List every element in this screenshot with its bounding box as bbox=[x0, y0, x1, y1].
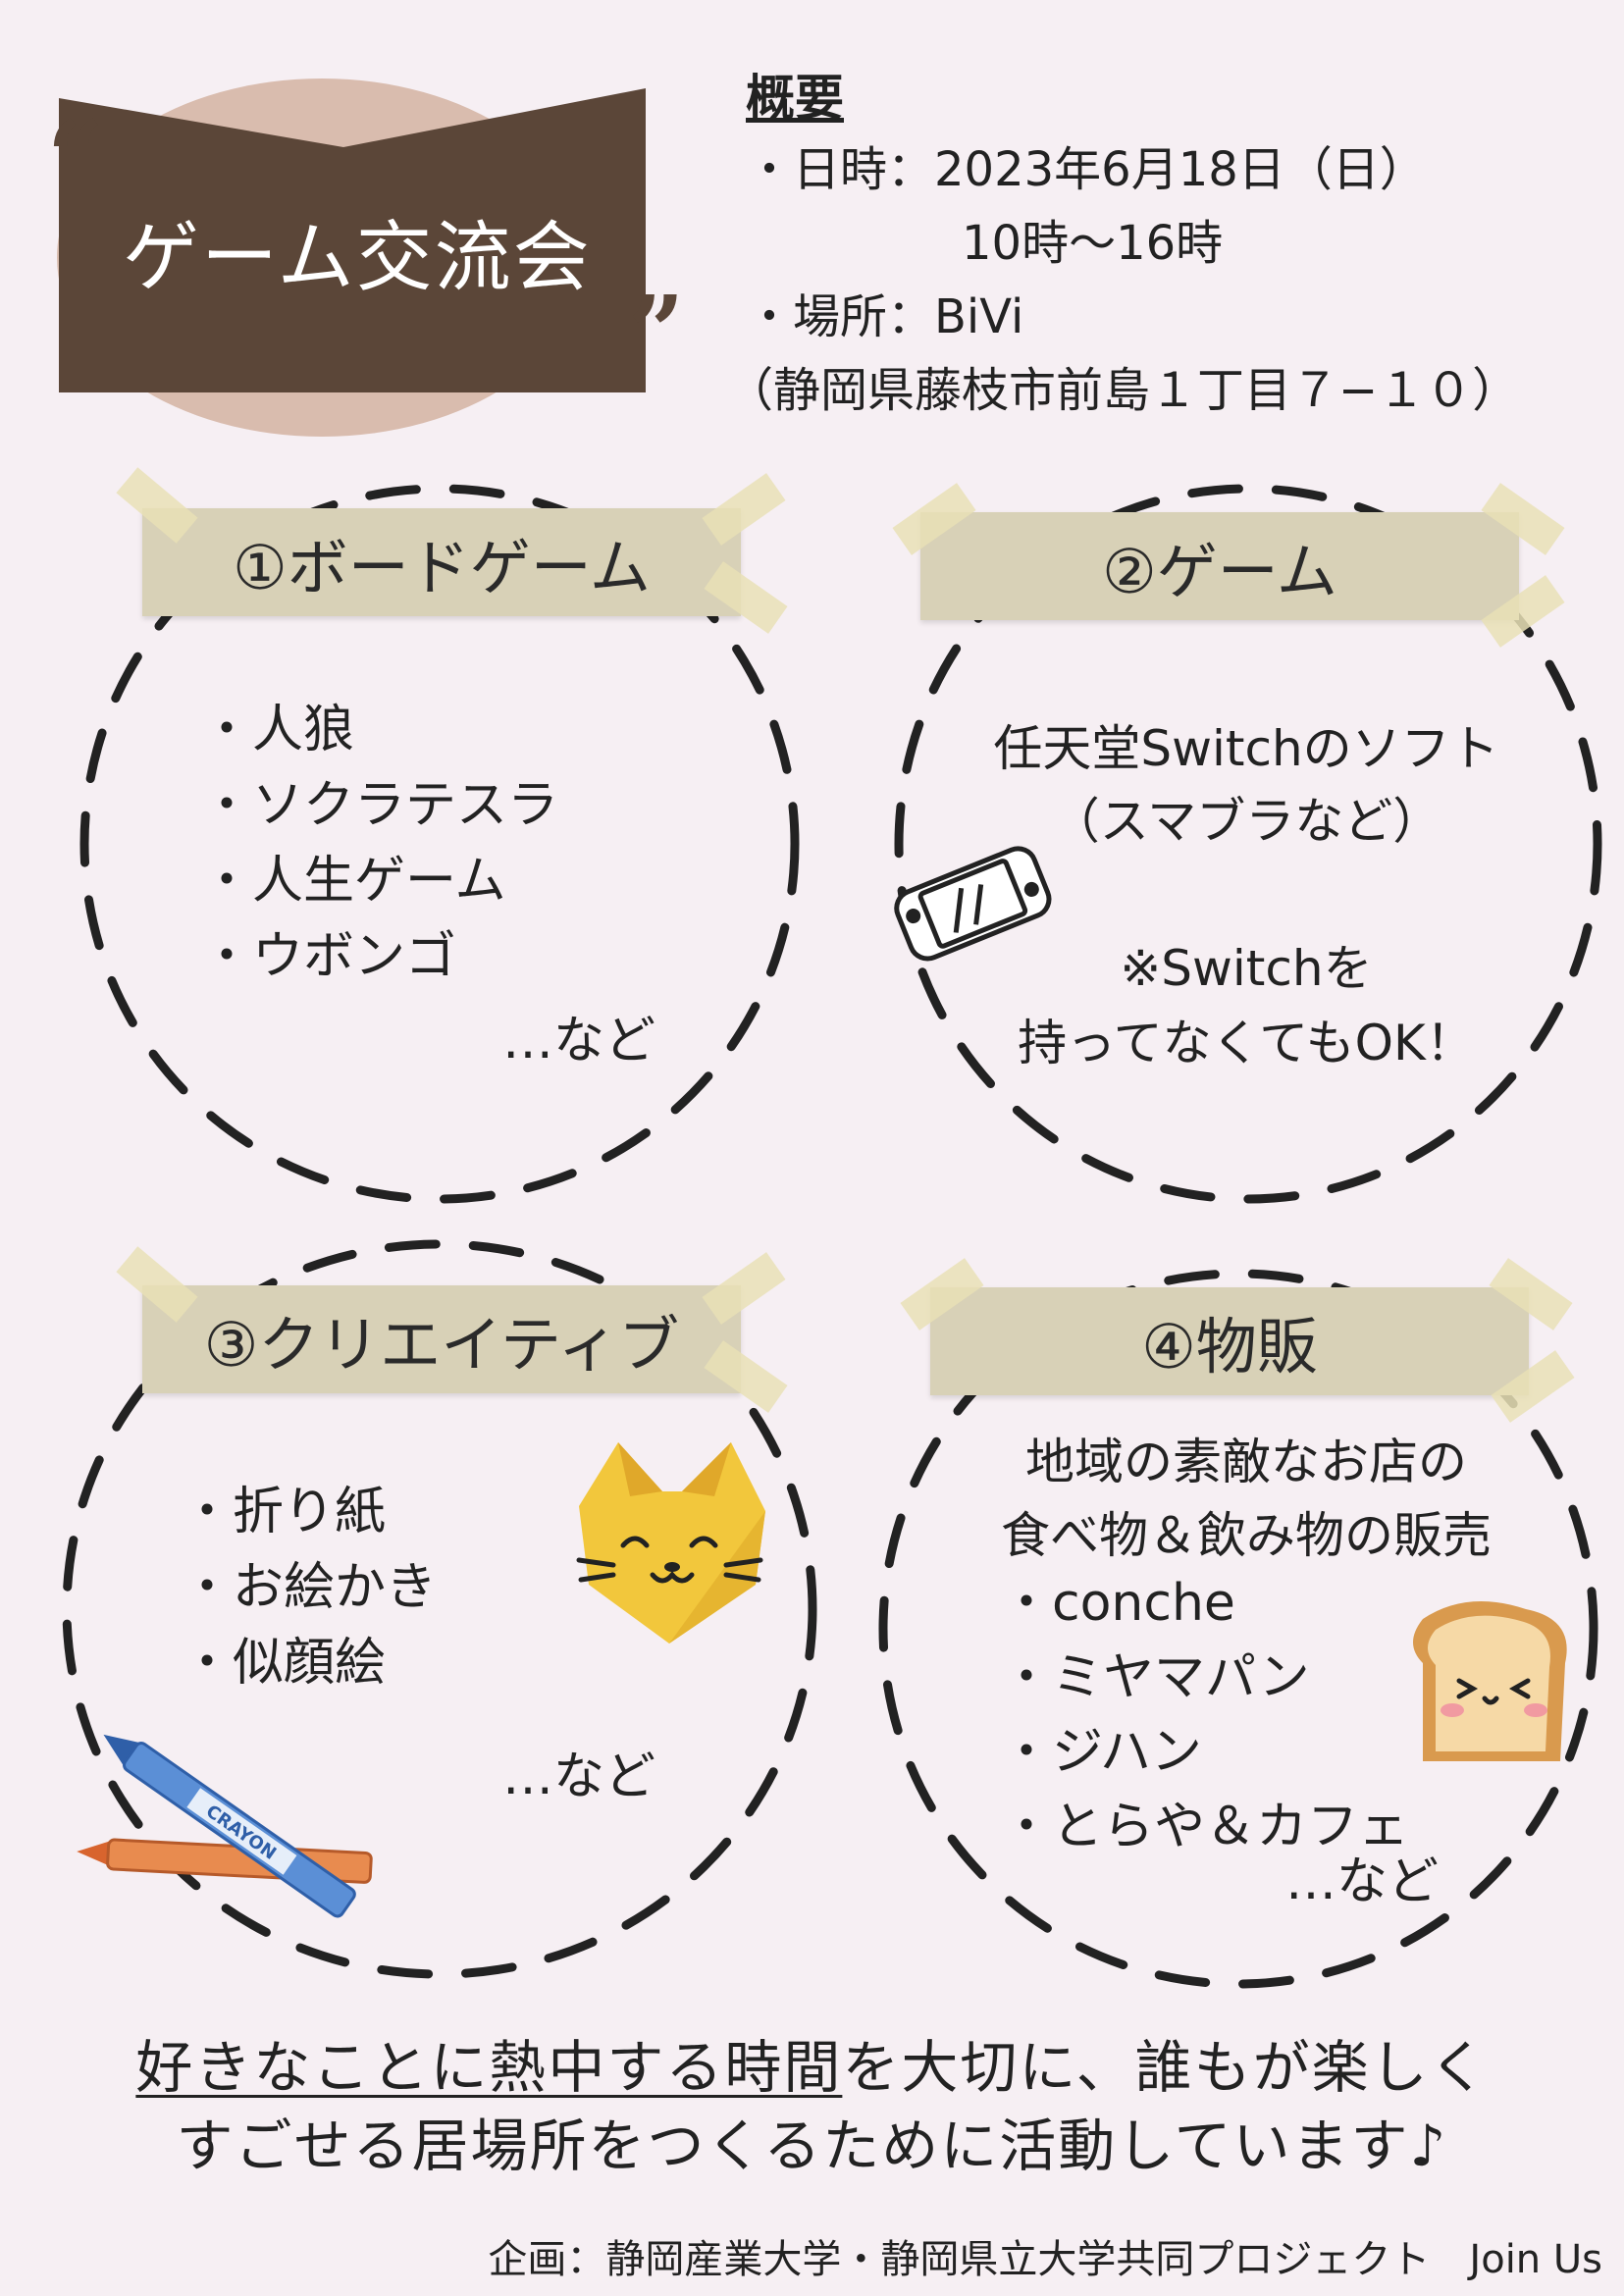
title-banner bbox=[59, 88, 646, 392]
toast-icon bbox=[1413, 1601, 1567, 1761]
switch-icon bbox=[894, 846, 1052, 962]
page-title: ゲーム交流会 bbox=[123, 214, 592, 302]
overview-time: 10時〜16時 bbox=[962, 216, 1224, 271]
label-creative: ③クリエイティブ bbox=[203, 1309, 680, 1381]
close-quote: ” bbox=[628, 274, 685, 390]
list-item: ・ミヤマパン bbox=[1001, 1648, 1310, 1707]
circle-goods bbox=[878, 1269, 1598, 1989]
list-item: ・conche bbox=[1001, 1574, 1235, 1633]
etc-text: …など bbox=[1285, 1852, 1440, 1911]
origami-cat-icon bbox=[576, 1442, 765, 1644]
message-line1: 好きなことに熱中する時間を大切に、誰もが楽しく bbox=[0, 2021, 1624, 2104]
open-quote: “ bbox=[47, 99, 104, 215]
label-goods: ④物販 bbox=[1141, 1311, 1318, 1383]
list-item: ・折り紙 bbox=[182, 1483, 387, 1541]
overview-address: （静岡県藤枝市前島１丁目７−１０） bbox=[726, 363, 1520, 418]
message-line1-rest: を大切に、誰もが楽しく bbox=[842, 2034, 1489, 2101]
list-item: ・ソクラテスラ bbox=[201, 776, 559, 835]
game-line1: 任天堂Switchのソフト bbox=[993, 720, 1499, 777]
list-item: ・とらや＆カフェ bbox=[1001, 1798, 1410, 1856]
overview: 概要 ・日時：2023年6月18日（日） 10時〜16時 ・場所：BiVi （静… bbox=[726, 69, 1609, 428]
game-line2: （スマブラなど） bbox=[1050, 793, 1442, 850]
etc-text: …など bbox=[502, 1748, 656, 1806]
label-game: ②ゲーム bbox=[1102, 536, 1337, 607]
message-line2: すごせる居場所をつくるために活動しています♪ bbox=[176, 2113, 1448, 2179]
circle-board-game bbox=[79, 484, 800, 1204]
message-underlined: 好きなことに熱中する時間 bbox=[135, 2034, 843, 2101]
circle-creative bbox=[62, 1239, 817, 1979]
tape-game: ②ゲーム bbox=[920, 512, 1519, 620]
tape-board-game: ①ボードゲーム bbox=[142, 508, 741, 616]
list-item: ・人狼 bbox=[201, 701, 355, 759]
footer: 企画：静岡産業大学・静岡県立大学共同プロジェクト Join Us bbox=[488, 2237, 1602, 2282]
list-item: ・人生ゲーム bbox=[201, 852, 506, 911]
crayon-icon: CRAYON bbox=[77, 1734, 373, 1918]
tape-goods: ④物販 bbox=[930, 1287, 1529, 1395]
list-item: ・ジハン bbox=[1001, 1723, 1202, 1782]
goods-line1: 地域の素敵なお店の bbox=[1025, 1434, 1467, 1490]
list-item: ・お絵かき bbox=[182, 1558, 438, 1617]
list-item: ・似顔絵 bbox=[182, 1634, 387, 1693]
tape-creative: ③クリエイティブ bbox=[142, 1285, 741, 1393]
etc-text: …など bbox=[502, 1012, 656, 1070]
goods-line2: 食べ物＆飲み物の販売 bbox=[1001, 1507, 1492, 1564]
circle-game bbox=[894, 484, 1602, 1204]
overview-place: ・場所：BiVi bbox=[746, 289, 1024, 344]
list-item: ・ウボンゴ bbox=[201, 927, 457, 986]
game-note1: ※Switchを bbox=[1120, 940, 1373, 997]
game-note2: 持ってなくてもOK！ bbox=[1018, 1015, 1475, 1071]
overview-heading: 概要 bbox=[746, 70, 844, 127]
overview-date: ・日時：2023年6月18日（日） bbox=[746, 142, 1427, 197]
label-board-game: ①ボードゲーム bbox=[233, 532, 651, 603]
